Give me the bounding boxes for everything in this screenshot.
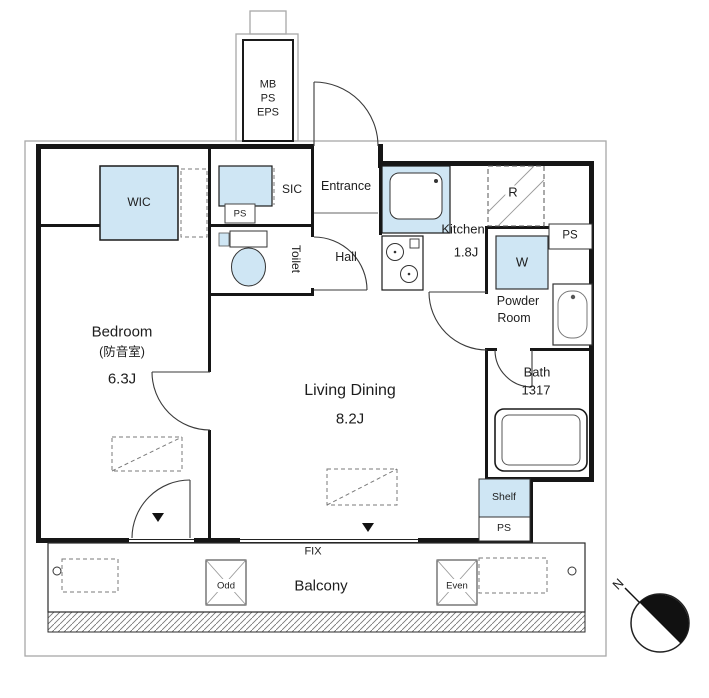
door-marker-icons	[152, 513, 374, 532]
washbasin	[552, 283, 593, 346]
kitchen-counter	[381, 165, 451, 234]
hatch-box-left	[205, 559, 247, 606]
label-powder-1: Powder	[496, 293, 540, 308]
label-kitchen: Kitchen	[441, 221, 485, 237]
label-hatch-left: Odd	[217, 580, 235, 592]
drain-cap-icon	[52, 566, 62, 576]
label-ps-shaft: PS	[260, 92, 276, 105]
label-shelf: Shelf	[492, 490, 516, 503]
label-mb: MB	[259, 78, 277, 91]
washer-box	[495, 235, 549, 290]
ps-top-box	[548, 223, 593, 250]
door-swings	[131, 81, 533, 539]
label-bedroom-size: 6.3J	[107, 370, 137, 388]
sic-box	[218, 165, 273, 207]
label-eps: EPS	[256, 106, 280, 119]
label-wic: WIC	[127, 195, 151, 209]
balcony-structure	[47, 542, 586, 633]
label-living-size: 8.2J	[335, 410, 365, 428]
label-balcony: Balcony	[294, 577, 348, 595]
storage	[99, 165, 593, 542]
stove	[381, 235, 424, 291]
label-ps-top: PS	[562, 229, 578, 242]
label-powder-2: Room	[497, 310, 531, 325]
ps-shelf-box	[478, 516, 531, 542]
label-bath: Bath	[523, 364, 551, 380]
hatch-box-right	[436, 559, 478, 606]
label-entrance: Entrance	[320, 178, 372, 193]
label-hatch-right: Even	[446, 580, 468, 592]
label-sic: SIC	[281, 182, 303, 196]
furniture-dashed	[111, 436, 398, 506]
label-kitchen-size: 1.8J	[453, 244, 479, 260]
drain-cap-icon	[567, 566, 577, 576]
label-hall: Hall	[335, 249, 357, 264]
label-bedroom-sub: (防音室)	[99, 344, 145, 359]
label-fridge: R	[505, 185, 521, 199]
label-fix: FIX	[304, 545, 322, 558]
toilet-fixture	[218, 230, 268, 287]
label-bedroom: Bedroom	[91, 323, 153, 341]
bathtub	[494, 408, 588, 472]
label-ps-shelf: PS	[496, 521, 512, 534]
label-bath-size: 1317	[521, 382, 551, 398]
label-toilet: Toilet	[289, 244, 303, 274]
wic-box	[99, 165, 179, 241]
label-washer: W	[515, 254, 529, 270]
compass-icon	[624, 587, 690, 653]
label-living: Living Dining	[304, 382, 396, 399]
shelf-box	[478, 478, 531, 518]
utility-shaft-box	[242, 39, 294, 142]
ps-entry-box	[224, 203, 256, 224]
label-ps-entry: PS	[233, 208, 247, 220]
